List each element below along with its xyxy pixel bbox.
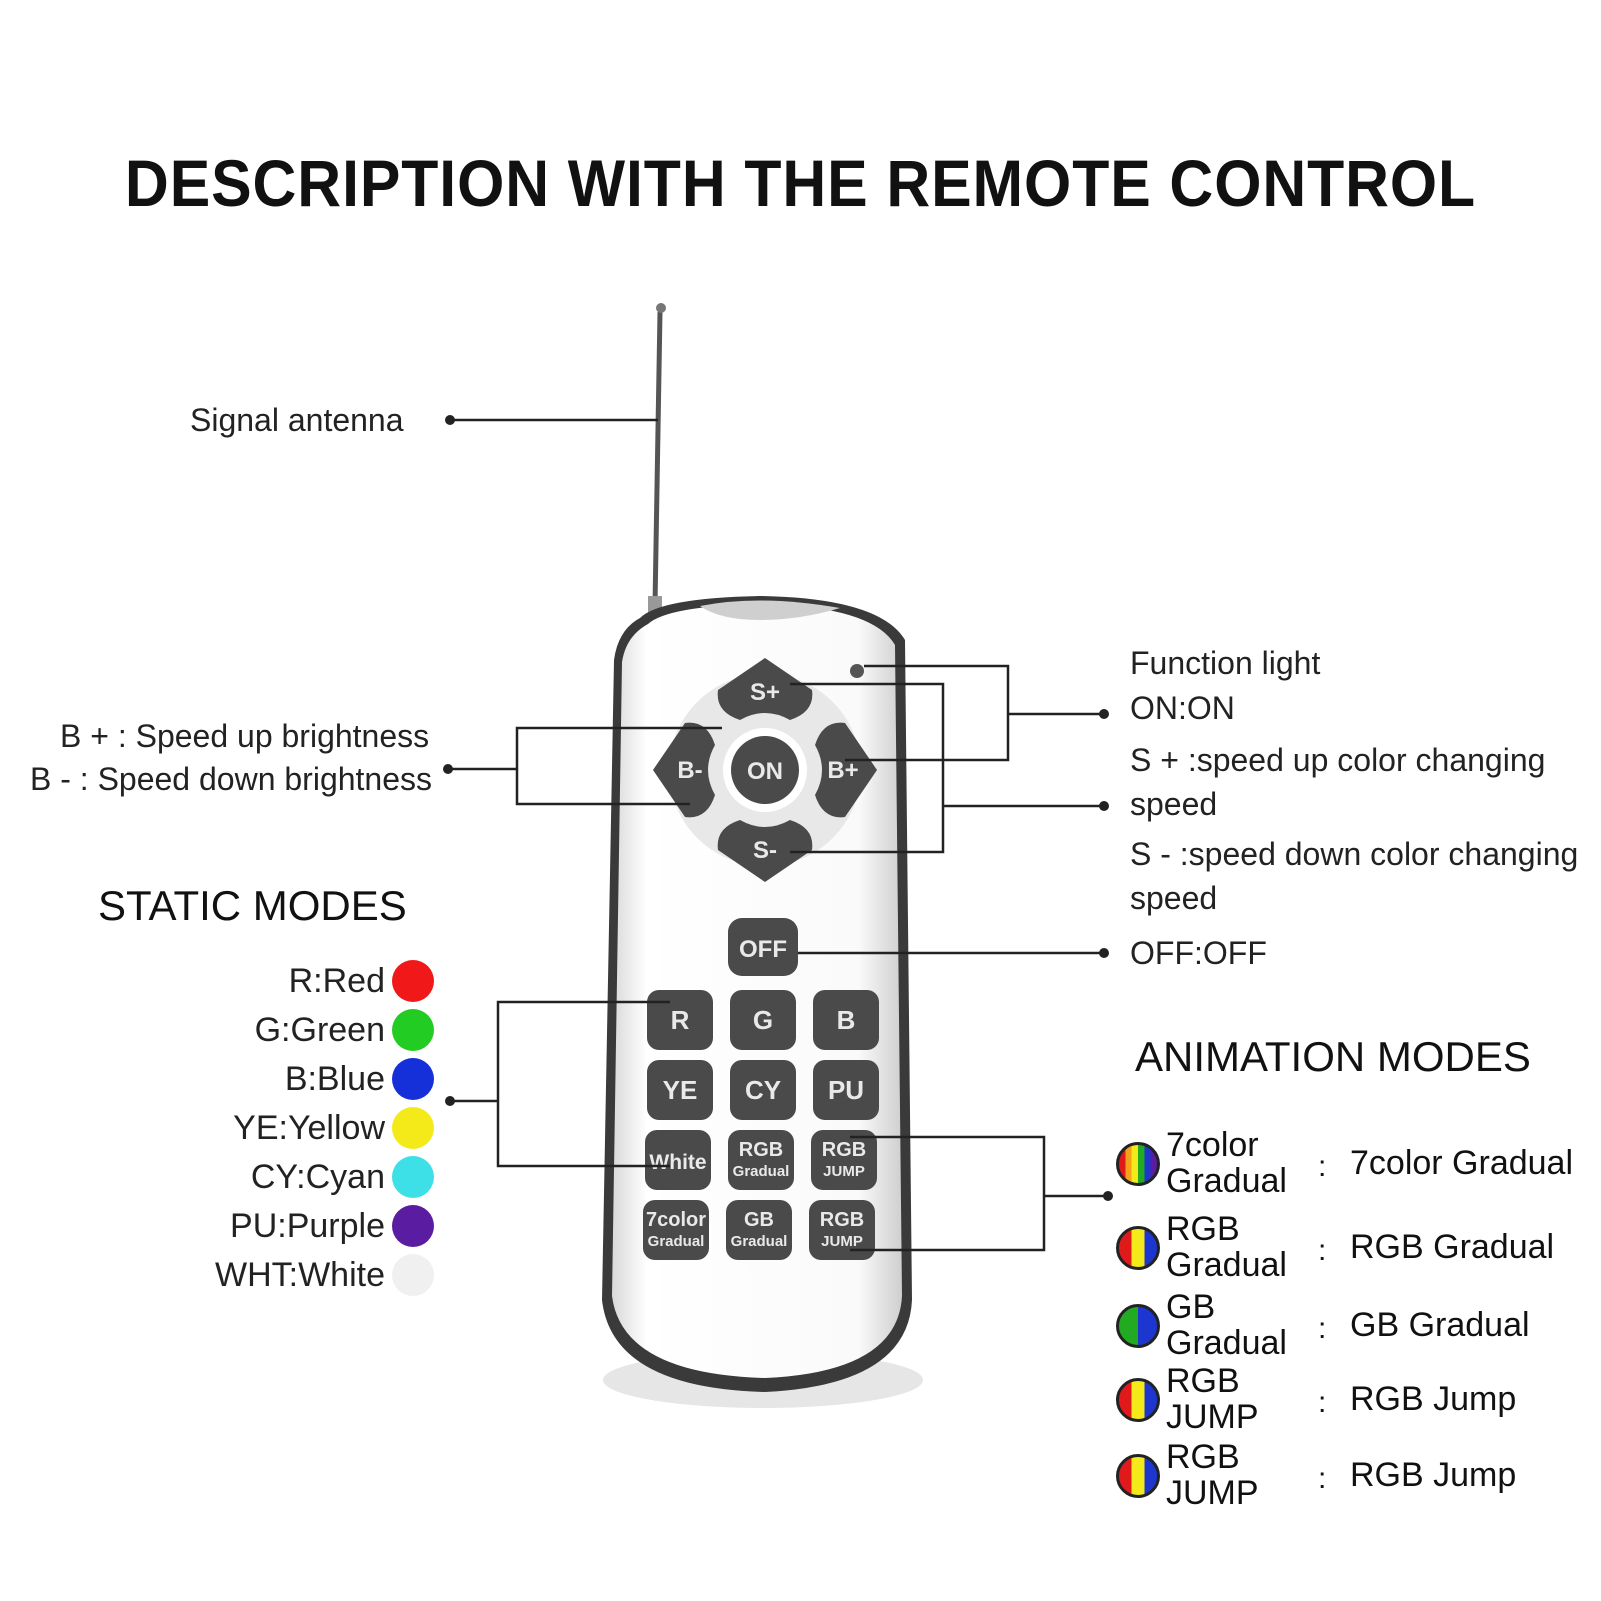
color-swatch (392, 1254, 434, 1296)
separator: : (1318, 1312, 1327, 1345)
animation-mode-name: RGB (1166, 1210, 1240, 1248)
key-button[interactable]: PU (813, 1060, 879, 1120)
color-swatch (392, 1205, 434, 1247)
b-minus-label: B- (677, 757, 702, 784)
color-swatch (392, 1058, 434, 1100)
key-label: G (753, 1005, 773, 1035)
key-button[interactable]: G (730, 990, 796, 1050)
s-minus-label: S- (753, 837, 777, 864)
animation-mode-description: RGB Gradual (1350, 1228, 1555, 1266)
animation-mode-description: GB Gradual (1350, 1306, 1530, 1344)
on-button[interactable]: ON (723, 728, 807, 812)
animation-mode-description: RGB Jump (1350, 1380, 1517, 1418)
animation-mode-name-line2: Gradual (1166, 1246, 1287, 1284)
animation-mode-name: GB (1166, 1288, 1216, 1326)
key-label: CY (745, 1075, 781, 1105)
animation-mode-description: RGB Jump (1350, 1456, 1517, 1494)
s-plus-description-cont: speed (1130, 786, 1218, 822)
seven-color-icon (1116, 1142, 1160, 1186)
off-description: OFF:OFF (1130, 935, 1267, 971)
separator: : (1318, 1234, 1327, 1267)
gb-icon (1116, 1304, 1160, 1348)
rgb-icon (1116, 1378, 1160, 1422)
static-mode-label: G:Green (254, 1011, 385, 1049)
color-swatch (392, 1009, 434, 1051)
animation-modes-heading: ANIMATION MODES (1135, 1033, 1531, 1080)
key-button[interactable]: YE (647, 1060, 713, 1120)
s-plus-description: S + :speed up color changing (1130, 742, 1546, 778)
separator: : (1318, 1462, 1327, 1495)
s-plus-button[interactable]: S+ (717, 658, 813, 720)
color-swatch (392, 1156, 434, 1198)
b-plus-label: B+ (827, 757, 858, 784)
animation-mode-name: RGB (1166, 1438, 1240, 1476)
static-mode-label: YE:Yellow (233, 1109, 385, 1147)
key-label: White (649, 1151, 706, 1174)
key-button[interactable]: R (647, 990, 713, 1050)
key-label: PU (828, 1075, 864, 1105)
off-button[interactable]: OFF (728, 918, 798, 976)
animation-mode-name-line2: Gradual (1166, 1162, 1287, 1200)
animation-mode-description: 7color Gradual (1350, 1144, 1574, 1182)
static-mode-label: B:Blue (284, 1060, 385, 1098)
animation-mode-name-line2: JUMP (1166, 1474, 1259, 1512)
b-minus-description: B - : Speed down brightness (30, 761, 433, 797)
animation-mode-name: 7color (1166, 1126, 1259, 1164)
rgb-icon (1116, 1226, 1160, 1270)
static-mode-label: WHT:White (215, 1256, 385, 1294)
page-title: DESCRIPTION WITH THE REMOTE CONTROL (124, 146, 1477, 220)
on-description: ON:ON (1130, 690, 1235, 726)
on-label: ON (747, 758, 783, 785)
s-minus-description: S - :speed down color changing (1130, 836, 1579, 872)
b-plus-description: B + : Speed up brightness (60, 718, 430, 754)
static-mode-label: PU:Purple (230, 1207, 385, 1245)
leader-lines (448, 418, 1108, 1252)
color-swatch (392, 960, 434, 1002)
off-label: OFF (739, 936, 787, 963)
static-mode-label: CY:Cyan (250, 1158, 385, 1196)
animation-mode-name-line2: JUMP (1166, 1398, 1259, 1436)
key-label: R (671, 1005, 690, 1035)
b-plus-button[interactable]: B+ (815, 722, 877, 818)
antenna-label: Signal antenna (190, 402, 404, 438)
dpad: S+ B- ON B+ S- (653, 658, 877, 882)
s-minus-button[interactable]: S- (717, 820, 813, 882)
leader-dots (443, 415, 1113, 1201)
separator: : (1318, 1386, 1327, 1419)
s-minus-description-cont: speed (1130, 880, 1218, 916)
static-modes-heading: STATIC MODES (98, 882, 407, 929)
key-label: B (837, 1005, 856, 1035)
function-light-label: Function light (1130, 645, 1321, 681)
rgb-icon (1116, 1454, 1160, 1498)
static-mode-label: R:Red (288, 962, 385, 1000)
key-button[interactable]: White (645, 1130, 711, 1190)
animation-mode-name-line2: Gradual (1166, 1324, 1287, 1362)
b-minus-button[interactable]: B- (653, 722, 715, 818)
animation-mode-name: RGB (1166, 1362, 1240, 1400)
key-button[interactable]: B (813, 990, 879, 1050)
separator: : (1318, 1150, 1327, 1183)
antenna-icon (648, 303, 666, 614)
key-label: YE (663, 1075, 698, 1105)
key-button[interactable]: CY (730, 1060, 796, 1120)
function-light-icon (850, 664, 864, 678)
color-swatch (392, 1107, 434, 1149)
s-plus-label: S+ (750, 679, 780, 706)
